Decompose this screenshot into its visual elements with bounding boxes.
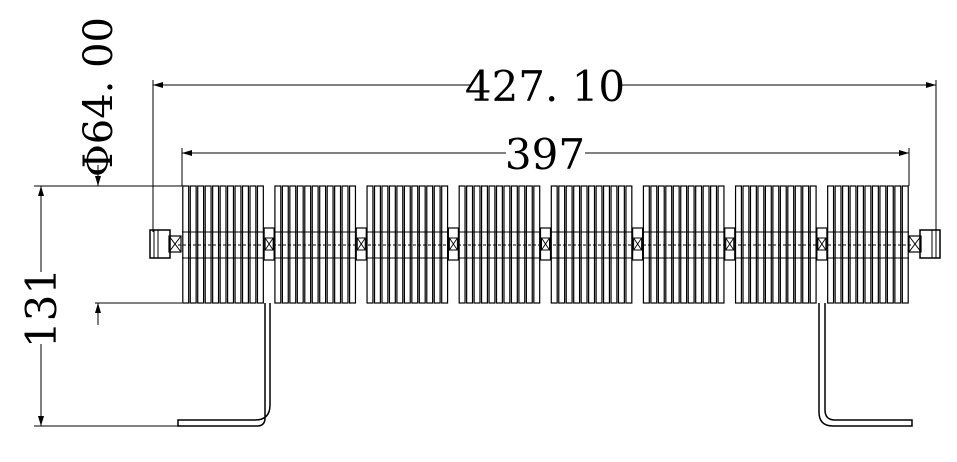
spacer-block xyxy=(447,227,459,261)
left-support-bracket xyxy=(177,303,271,427)
diameter-label: Φ64. 00 xyxy=(76,17,122,177)
spacer-block xyxy=(816,227,828,261)
height-dimension: 131 xyxy=(17,185,182,427)
left-terminal xyxy=(149,229,182,259)
fin-spacers xyxy=(263,227,828,261)
right-terminal xyxy=(908,229,941,259)
diameter-dimension: Φ64. 00 xyxy=(76,17,182,325)
overall-length-label: 427. 10 xyxy=(465,62,625,111)
overall-length-dimension: 427. 10 xyxy=(152,62,937,232)
spacer-block xyxy=(539,227,552,261)
fin-length-label: 397 xyxy=(505,130,585,179)
spacer-block xyxy=(724,227,736,261)
right-support-bracket xyxy=(818,303,913,427)
height-label: 131 xyxy=(17,268,66,348)
fin-length-dimension: 397 xyxy=(181,130,910,186)
spacer-block xyxy=(263,227,275,261)
spacer-block xyxy=(355,227,367,261)
spacer-block xyxy=(632,227,644,261)
